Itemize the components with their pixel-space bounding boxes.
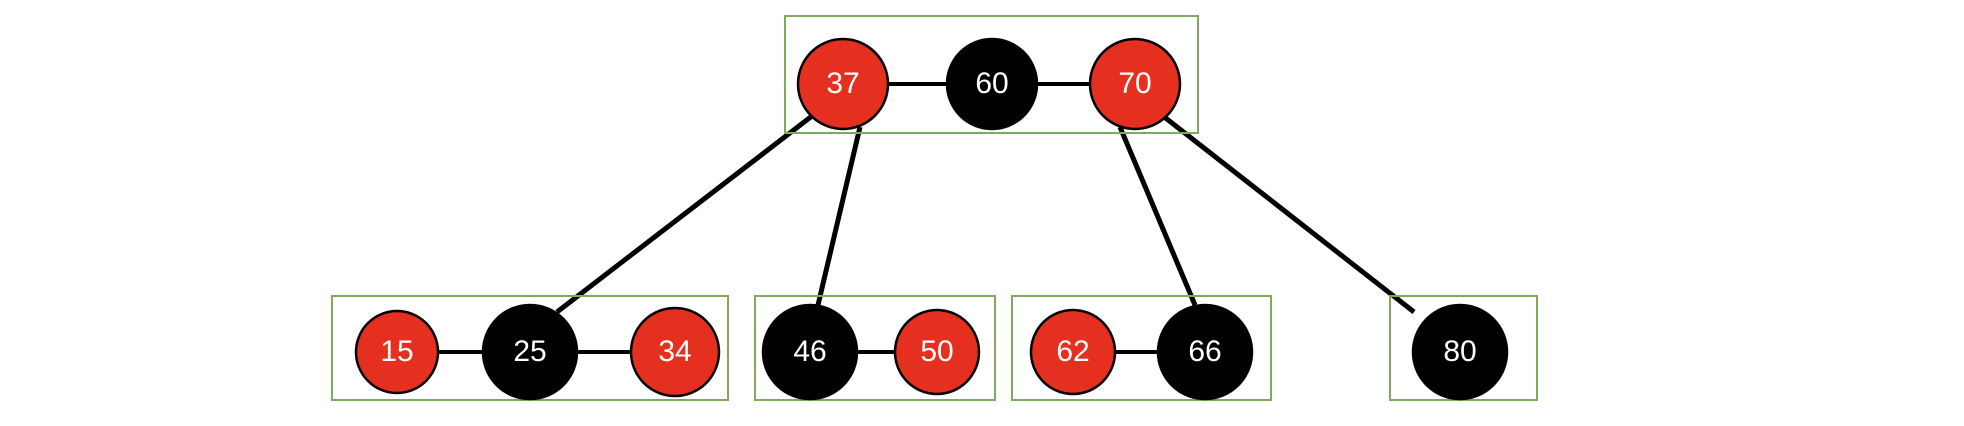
- tree-node-70[interactable]: 70: [1088, 37, 1182, 131]
- group-box-root-group: [784, 15, 1199, 134]
- tree-node-50[interactable]: 50: [893, 308, 981, 396]
- tree-node-25[interactable]: 25: [481, 303, 579, 401]
- node-circle-70[interactable]: [1088, 37, 1182, 131]
- tree-node-80[interactable]: 80: [1411, 303, 1509, 401]
- node-circle-25[interactable]: [481, 303, 579, 401]
- tree-node-60[interactable]: 60: [945, 37, 1039, 131]
- node-circle-66[interactable]: [1156, 303, 1254, 401]
- tree-node-34[interactable]: 34: [629, 306, 721, 398]
- tree-edge-n70-to-n80: [1161, 114, 1416, 314]
- child-edges-layer: [555, 114, 1416, 314]
- node-circle-37[interactable]: [796, 37, 890, 131]
- tree-node-37[interactable]: 37: [796, 37, 890, 131]
- tree-node-15[interactable]: 15: [354, 309, 440, 395]
- node-circle-50[interactable]: [893, 308, 981, 396]
- tree-node-66[interactable]: 66: [1156, 303, 1254, 401]
- node-circle-60[interactable]: [945, 37, 1039, 131]
- nodes-layer: 37 60 70 15 25 34 46 50 62 66 80: [354, 37, 1509, 401]
- group-box-leaf-group-2: [754, 295, 996, 401]
- tree-node-62[interactable]: 62: [1029, 308, 1117, 396]
- internal-links-layer: [436, 82, 1160, 354]
- node-circle-80[interactable]: [1411, 303, 1509, 401]
- group-box-leaf-group-3: [1011, 295, 1272, 401]
- node-circle-46[interactable]: [761, 303, 859, 401]
- tree-edge-n70-to-n66: [1117, 126, 1198, 306]
- tree-edge-n37-to-n25: [555, 114, 814, 314]
- node-circle-62[interactable]: [1029, 308, 1117, 396]
- node-circle-34[interactable]: [629, 306, 721, 398]
- tree-edge-n37-to-n46: [815, 126, 863, 306]
- node-circle-15[interactable]: [354, 309, 440, 395]
- tree-node-46[interactable]: 46: [761, 303, 859, 401]
